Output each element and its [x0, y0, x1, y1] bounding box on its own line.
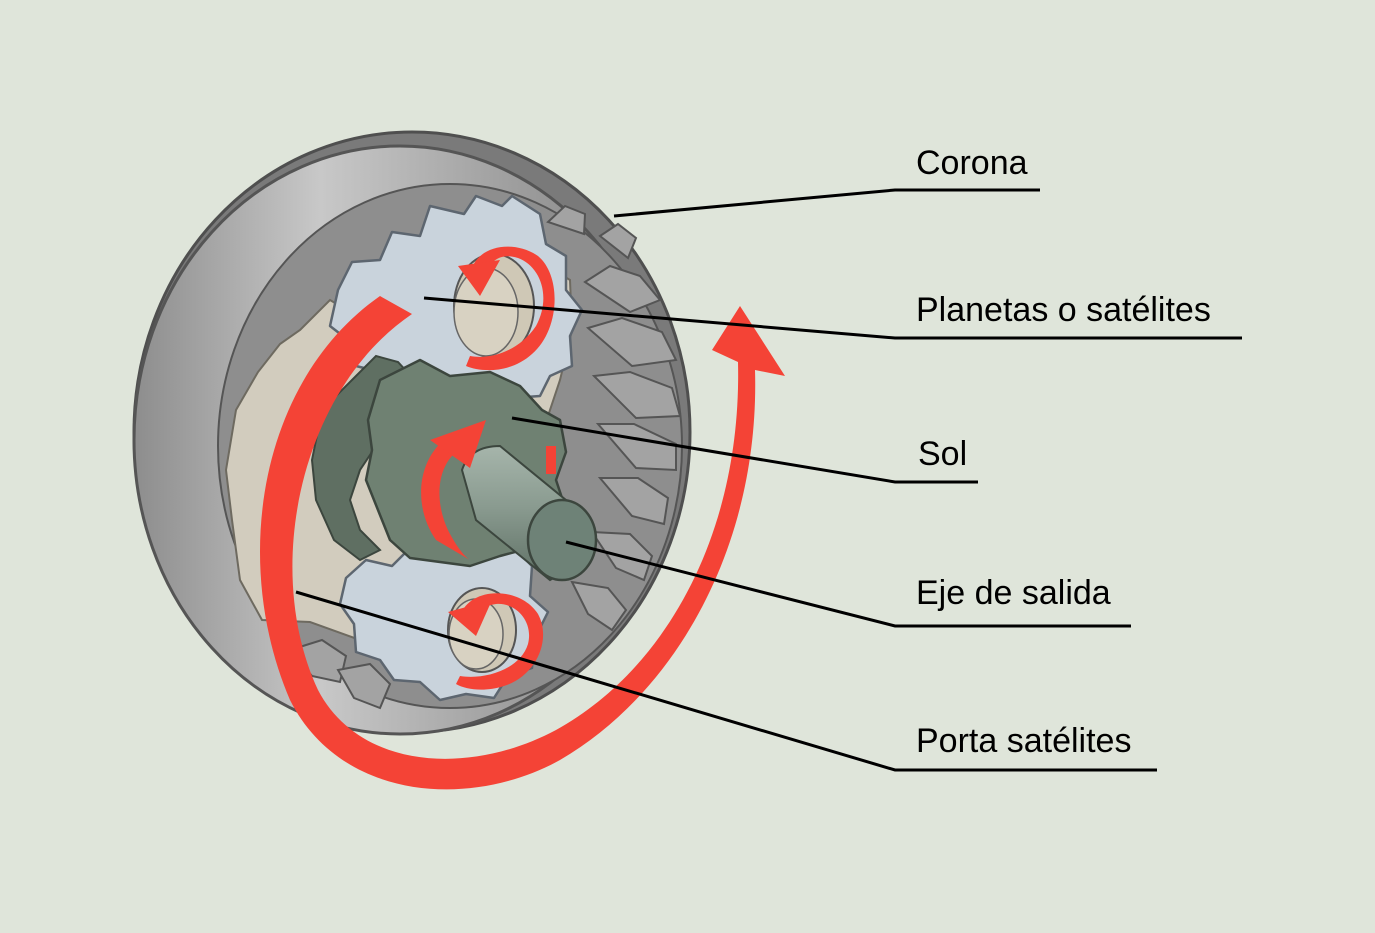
- leader-lines: [295, 188, 1242, 772]
- leader-porta: [295, 590, 1157, 772]
- carrier-rotation-arrow: [260, 296, 785, 790]
- leader-sol: [511, 416, 978, 484]
- label-eje-de-salida: Eje de salida: [916, 574, 1111, 612]
- label-sol: Sol: [918, 435, 967, 473]
- leader-eje: [565, 540, 1131, 628]
- planet-upper-rotation-arrow: [466, 246, 555, 371]
- leader-planetas: [423, 296, 1242, 340]
- label-porta-satelites: Porta satélites: [916, 722, 1131, 760]
- sun-rotation-arrow: [421, 428, 470, 560]
- ring-teeth: [288, 204, 682, 710]
- planet-lower-rotation-arrow: [456, 593, 544, 690]
- label-planetas: Planetas o satélites: [916, 291, 1211, 329]
- leader-corona: [613, 188, 1040, 218]
- planet-gear-lower: [338, 540, 550, 702]
- rotation-arrows: [260, 246, 785, 790]
- component-labels: Corona Planetas o satélites Sol Eje de s…: [916, 144, 1211, 760]
- label-corona: Corona: [916, 144, 1028, 182]
